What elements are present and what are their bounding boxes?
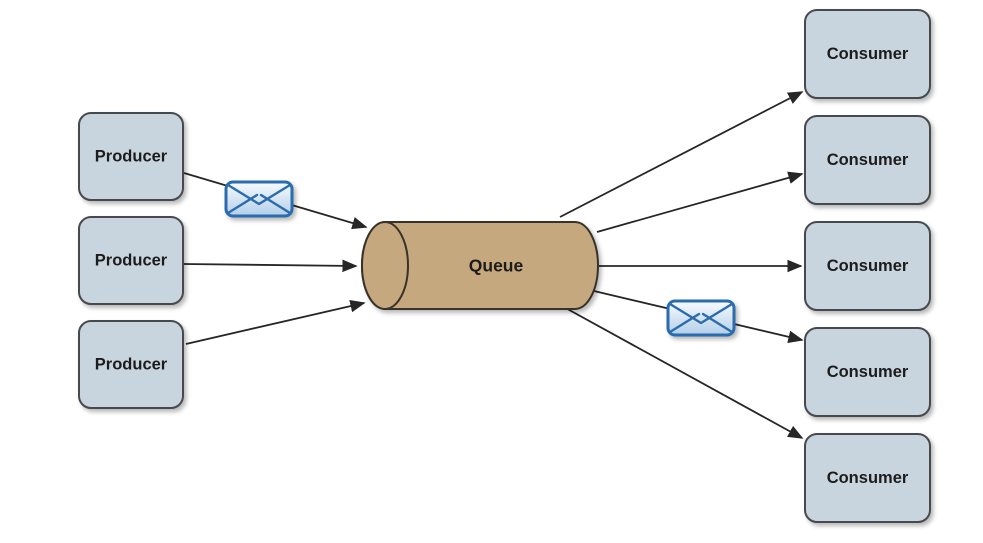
consumer-label: Consumer (827, 45, 909, 63)
producer-box (78, 216, 184, 305)
arrow-queue-to-consumer1 (559, 91, 804, 218)
consumer-label: Consumer (827, 363, 909, 381)
arrow-producer2-to-queue (183, 259, 358, 273)
producer-node-1: Producer (78, 112, 184, 201)
consumer-box (804, 115, 931, 205)
queue-cylinder-cap (361, 221, 409, 310)
arrow-queue-to-consumer5 (561, 305, 804, 439)
queue-label: Queue (469, 256, 524, 276)
producer-label: Producer (95, 252, 168, 270)
consumer-label: Consumer (827, 257, 909, 275)
consumer-node-4: Consumer (804, 327, 931, 417)
producer-box (78, 112, 184, 201)
producer-label: Producer (95, 356, 168, 374)
envelope-icon (224, 180, 294, 218)
consumer-node-3: Consumer (804, 221, 931, 311)
producer-label: Producer (95, 148, 168, 166)
consumer-node-2: Consumer (804, 115, 931, 205)
consumer-node-1: Consumer (804, 9, 931, 99)
producer-node-3: Producer (78, 320, 184, 409)
arrow-queue-to-consumer2 (596, 171, 804, 233)
producer-node-2: Producer (78, 216, 184, 305)
consumer-box (804, 9, 931, 99)
envelope-icon (666, 299, 736, 337)
consumer-box (804, 433, 931, 523)
producer-box (78, 320, 184, 409)
arrow-producer3-to-queue (185, 299, 366, 345)
consumer-label: Consumer (827, 469, 909, 487)
queue-node: Queue (361, 221, 599, 310)
consumer-box (804, 327, 931, 417)
consumer-box (804, 221, 931, 311)
consumer-label: Consumer (827, 151, 909, 169)
consumer-node-5: Consumer (804, 433, 931, 523)
